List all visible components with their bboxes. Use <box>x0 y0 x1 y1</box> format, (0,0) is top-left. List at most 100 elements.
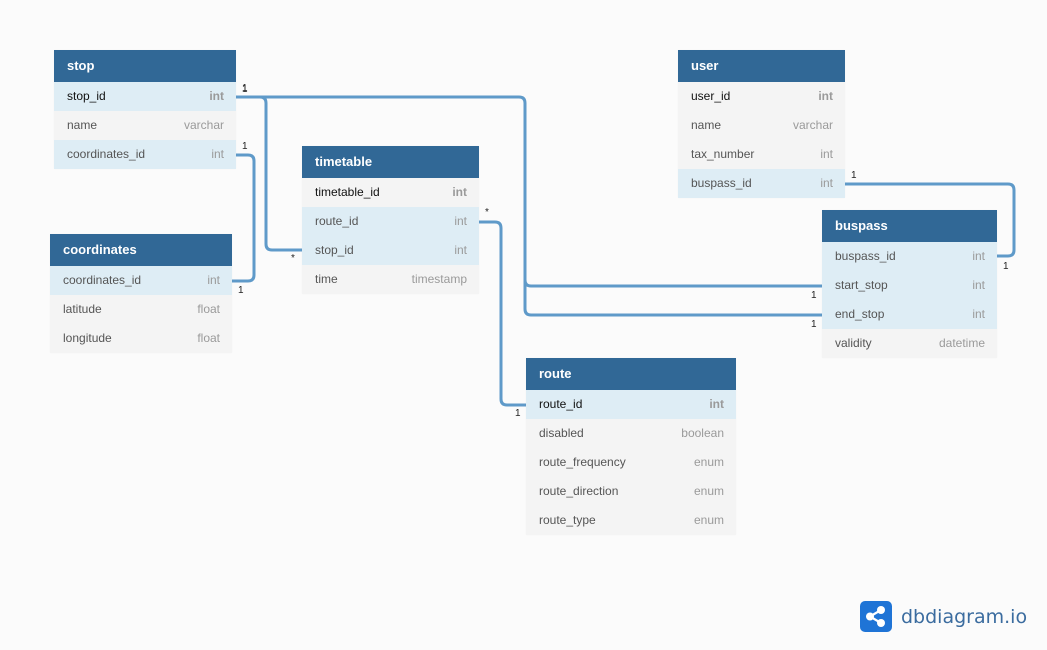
card-user-buspass: 1 <box>851 170 857 181</box>
field-row[interactable]: route_direction enum <box>526 477 736 506</box>
field-type: int <box>209 89 224 103</box>
card-coordinates: 1 <box>238 285 244 296</box>
brand-logo[interactable]: dbdiagram.io <box>860 601 1027 632</box>
field-type: int <box>972 249 985 263</box>
field-name: route_direction <box>539 484 619 498</box>
field-row[interactable]: coordinates_id int <box>50 266 232 295</box>
field-type: float <box>197 302 220 316</box>
field-name: route_id <box>539 397 583 411</box>
card-stop-stopid-a: 1 <box>242 83 248 94</box>
field-name: buspass_id <box>691 176 752 190</box>
field-row[interactable]: stop_id int <box>302 236 479 265</box>
field-row[interactable]: route_frequency enum <box>526 448 736 477</box>
field-type: float <box>197 331 220 345</box>
table-stop[interactable]: stop stop_id int name varchar coordinate… <box>54 50 236 169</box>
field-name: latitude <box>63 302 102 316</box>
card-timetable-stopid: * <box>291 253 295 264</box>
field-type: int <box>820 176 833 190</box>
field-row[interactable]: name varchar <box>54 111 236 140</box>
field-name: time <box>315 272 338 286</box>
field-row[interactable]: user_id int <box>678 82 845 111</box>
field-name: stop_id <box>67 89 106 103</box>
field-type: enum <box>693 513 724 527</box>
table-header[interactable]: stop <box>54 50 236 82</box>
field-type: int <box>818 89 833 103</box>
field-type: int <box>452 185 467 199</box>
table-header[interactable]: route <box>526 358 736 390</box>
field-name: name <box>67 118 98 132</box>
link-stop-buspass-end[interactable] <box>523 280 822 317</box>
field-row[interactable]: validity datetime <box>822 329 997 358</box>
field-type: datetime <box>938 336 985 350</box>
brand-name: dbdiagram.io <box>901 605 1028 628</box>
field-row[interactable]: time timestamp <box>302 265 479 294</box>
table-header[interactable]: timetable <box>302 146 479 178</box>
field-type: enum <box>693 455 724 469</box>
field-type: enum <box>693 484 724 498</box>
field-name: route_type <box>539 513 596 527</box>
field-row[interactable]: coordinates_id int <box>54 140 236 169</box>
field-row[interactable]: stop_id int <box>54 82 236 111</box>
table-coordinates[interactable]: coordinates coordinates_id int latitude … <box>50 234 232 353</box>
card-buspass-start: 1 <box>811 290 817 301</box>
field-type: timestamp <box>411 272 467 286</box>
link-timetable-route[interactable] <box>479 220 526 407</box>
field-name: validity <box>835 336 872 350</box>
field-type: int <box>972 307 985 321</box>
table-header[interactable]: user <box>678 50 845 82</box>
field-row[interactable]: latitude float <box>50 295 232 324</box>
field-name: disabled <box>539 426 584 440</box>
field-row[interactable]: start_stop int <box>822 271 997 300</box>
link-user-buspass[interactable] <box>845 182 1016 258</box>
card-buspass-end: 1 <box>811 319 817 330</box>
field-row[interactable]: longitude float <box>50 324 232 353</box>
field-row[interactable]: buspass_id int <box>678 169 845 198</box>
table-header[interactable]: buspass <box>822 210 997 242</box>
card-buspass-buspassid: 1 <box>1003 261 1009 272</box>
field-type: int <box>820 147 833 161</box>
field-name: name <box>691 118 722 132</box>
field-row[interactable]: disabled boolean <box>526 419 736 448</box>
field-row[interactable]: timetable_id int <box>302 178 479 207</box>
link-stop-coordinates[interactable] <box>232 153 256 283</box>
card-timetable-routeid: * <box>485 207 489 218</box>
table-user[interactable]: user user_id int name varchar tax_number… <box>678 50 845 198</box>
field-name: longitude <box>63 331 112 345</box>
field-name: tax_number <box>691 147 755 161</box>
field-row[interactable]: tax_number int <box>678 140 845 169</box>
field-row[interactable]: route_id int <box>526 390 736 419</box>
field-name: route_frequency <box>539 455 626 469</box>
card-stop-coordinates: 1 <box>242 141 248 152</box>
field-name: start_stop <box>835 278 888 292</box>
field-name: end_stop <box>835 307 885 321</box>
field-type: int <box>454 214 467 228</box>
field-row[interactable]: route_id int <box>302 207 479 236</box>
field-type: varchar <box>183 118 224 132</box>
field-row[interactable]: route_type enum <box>526 506 736 535</box>
field-name: coordinates_id <box>63 273 142 287</box>
field-row[interactable]: buspass_id int <box>822 242 997 271</box>
field-row[interactable]: name varchar <box>678 111 845 140</box>
field-type: int <box>709 397 724 411</box>
field-name: buspass_id <box>835 249 896 263</box>
card-stop-stopid-b: 1 <box>242 84 248 95</box>
card-route-routeid: 1 <box>515 408 521 419</box>
link-stop-buspass-start[interactable] <box>236 95 822 288</box>
table-route[interactable]: route route_id int disabled boolean rout… <box>526 358 736 535</box>
table-buspass[interactable]: buspass buspass_id int start_stop int en… <box>822 210 997 358</box>
field-type: varchar <box>792 118 833 132</box>
field-row[interactable]: end_stop int <box>822 300 997 329</box>
field-name: stop_id <box>315 243 354 257</box>
field-type: int <box>207 273 220 287</box>
field-name: timetable_id <box>315 185 380 199</box>
table-timetable[interactable]: timetable timetable_id int route_id int … <box>302 146 479 294</box>
field-type: boolean <box>681 426 724 440</box>
field-name: route_id <box>315 214 359 228</box>
field-name: user_id <box>691 89 731 103</box>
table-header[interactable]: coordinates <box>50 234 232 266</box>
field-type: int <box>972 278 985 292</box>
share-nodes-icon <box>860 601 892 632</box>
field-name: coordinates_id <box>67 147 146 161</box>
link-stop-timetable[interactable] <box>236 95 302 252</box>
